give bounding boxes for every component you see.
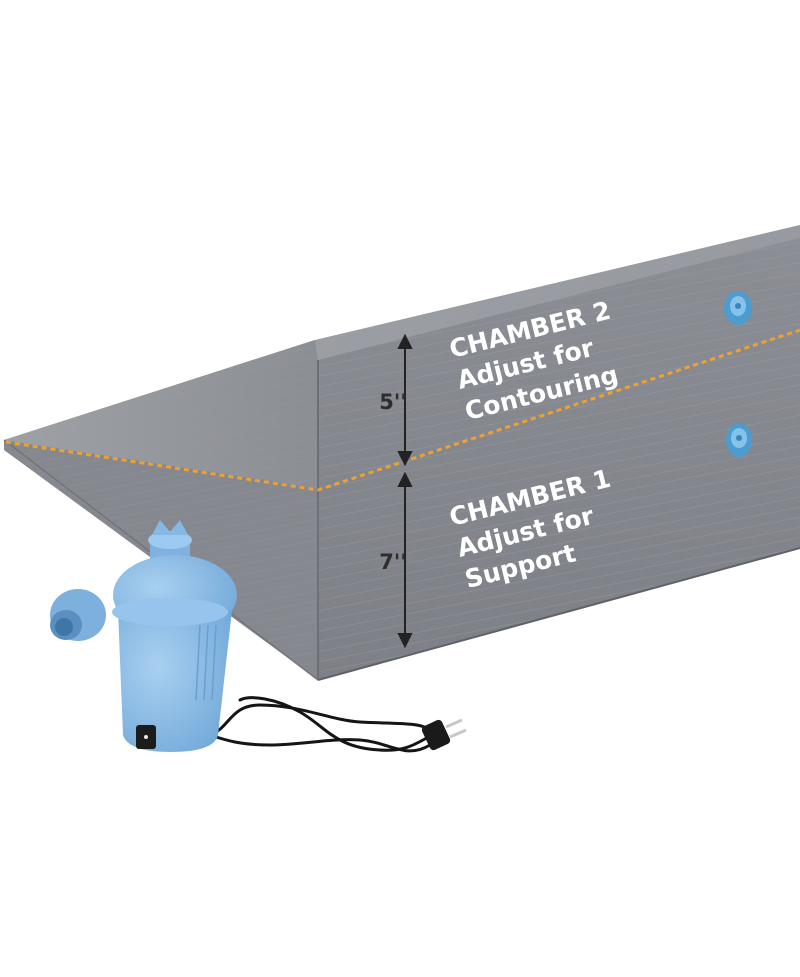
wedge-pillow: [3, 225, 800, 681]
dimension-arrow-lower: [397, 471, 413, 649]
valve-icon-chamber-1: [726, 423, 752, 457]
air-pump: [50, 520, 237, 752]
plug-icon: [421, 718, 467, 751]
chamber-2-height: 5'': [379, 390, 406, 414]
chamber-1-height: 7'': [379, 550, 406, 574]
valve-icon-chamber-2: [724, 291, 752, 325]
chamber-seam-line: [5, 328, 800, 492]
dimension-arrow-upper: [397, 333, 413, 467]
power-cord: [208, 696, 435, 753]
